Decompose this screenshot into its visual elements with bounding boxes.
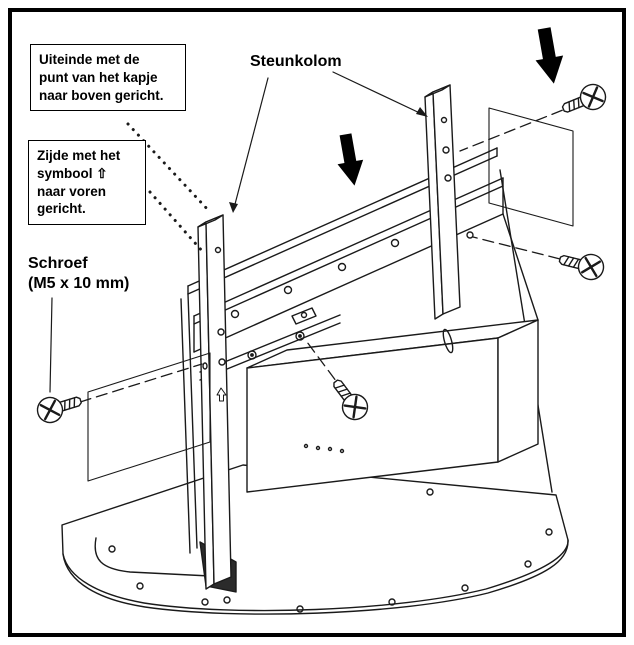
note-line: naar voren <box>37 183 107 199</box>
screw-left-icon <box>33 387 86 427</box>
left-support-column <box>197 214 232 590</box>
amplifier-box <box>246 307 539 493</box>
note-line: punt van het kapje <box>39 69 158 85</box>
leader-lines <box>49 71 428 393</box>
symbol-orientation-note: Zijde met het symbool ⇧ naar voren geric… <box>28 140 146 226</box>
note-line: naar boven gericht. <box>39 87 164 103</box>
press-down-arrow-left-icon <box>337 133 364 186</box>
right-support-column <box>424 84 461 320</box>
mounting-plate-right <box>488 107 574 227</box>
up-arrow-symbol-icon <box>216 387 227 402</box>
note-line: symbool ⇧ <box>37 165 108 181</box>
support-column-label: Steunkolom <box>250 53 342 70</box>
screw-top-right-icon <box>557 79 611 122</box>
note-line: Zijde met het <box>37 148 121 163</box>
note-line: gericht. <box>37 201 86 217</box>
dotted-leader-lines <box>126 122 212 254</box>
press-down-arrow-right-icon <box>535 27 564 84</box>
screw-right-icon <box>555 245 608 284</box>
note-line: Uiteinde met de <box>39 52 140 67</box>
label-line: (M5 x 10 mm) <box>28 275 130 293</box>
base-plate <box>61 464 569 615</box>
label-line: Schroef <box>28 255 88 272</box>
screw-label: Schroef (M5 x 10 mm) <box>28 254 129 295</box>
cap-orientation-note: Uiteinde met de punt van het kapje naar … <box>30 44 186 112</box>
mounting-plate-left <box>87 352 211 482</box>
